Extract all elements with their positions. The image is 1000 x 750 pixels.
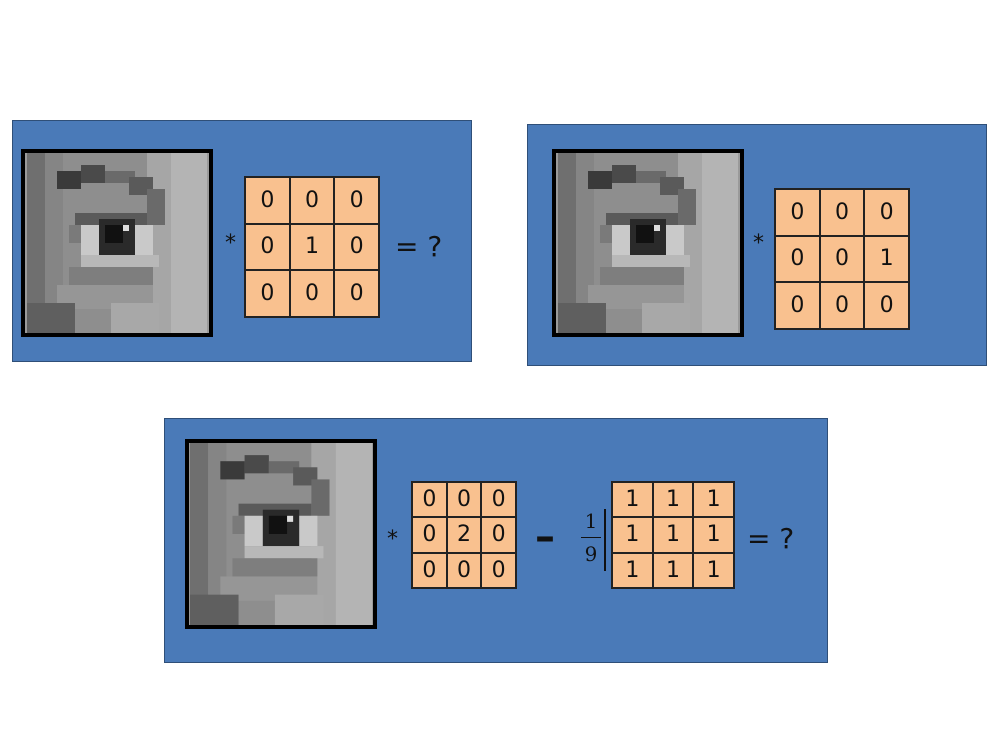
kernel-cell: 0	[863, 281, 910, 330]
kernel-cell: 0	[818, 188, 866, 237]
kernel-cell: 0	[333, 176, 380, 225]
kernel-cell: 0	[244, 176, 291, 225]
fraction-bar	[581, 537, 601, 538]
kernel-cell: 0	[288, 176, 336, 225]
kernel-cell: 0	[244, 269, 291, 318]
kernel-matrix: 0 0 0 0 1 0 0 0 0	[244, 176, 380, 318]
kernel-cell: 0	[818, 234, 866, 284]
kernel-matrix: 0 0 0 0 0 1 0 0 0	[774, 188, 910, 330]
kernel-cell: 1	[288, 222, 336, 272]
kernel-cell: 0	[333, 222, 380, 272]
kernel-cell: 0	[411, 551, 448, 590]
kernel-cell: 0	[445, 480, 483, 519]
kernel-cell: 0	[818, 281, 866, 330]
result-label: = ?	[747, 522, 795, 555]
minus-operator: –	[535, 514, 555, 560]
kernel-cell: 1	[611, 551, 654, 590]
eye-image	[21, 149, 213, 337]
kernel-cell: 0	[411, 516, 448, 554]
kernel-cell: 0	[244, 222, 291, 272]
eye-image	[185, 439, 377, 629]
kernel-cell: 0	[288, 269, 336, 318]
convolution-operator: *	[387, 527, 398, 552]
kernel-cell: 0	[480, 516, 517, 554]
kernel-cell: 1	[611, 480, 654, 519]
bracket-line	[604, 509, 606, 571]
kernel-cell: 0	[480, 480, 517, 519]
result-label: = ?	[395, 230, 443, 263]
kernel-cell: 0	[774, 234, 821, 284]
convolution-operator: *	[225, 231, 236, 256]
kernel-cell: 1	[692, 551, 735, 590]
kernel-cell: 1	[611, 516, 654, 554]
kernel-cell: 1	[863, 234, 910, 284]
kernel-cell: 0	[333, 269, 380, 318]
panel-identity: * 0 0 0 0 1 0 0 0 0 = ?	[12, 120, 472, 362]
kernel-cell: 0	[774, 281, 821, 330]
scale-fraction: 1 9	[581, 509, 601, 566]
kernel-cell: 1	[651, 516, 695, 554]
kernel-cell: 1	[692, 480, 735, 519]
kernel-cell: 0	[774, 188, 821, 237]
panel-sharpen: * 0 0 0 0 2 0 0 0 0 – 1 9 1 1 1 1 1	[164, 418, 828, 663]
convolution-operator: *	[753, 231, 764, 256]
kernel-cell: 1	[692, 516, 735, 554]
kernel-cell: 0	[445, 551, 483, 590]
kernel-cell: 0	[411, 480, 448, 519]
kernel-matrix: 0 0 0 0 2 0 0 0 0	[411, 480, 517, 590]
eye-image	[552, 149, 744, 337]
kernel-cell: 2	[445, 516, 483, 554]
kernel-cell: 1	[651, 551, 695, 590]
panel-shift: * 0 0 0 0 0 1 0 0 0	[527, 124, 987, 366]
fraction-numerator: 1	[584, 509, 598, 533]
kernel-cell: 1	[651, 480, 695, 519]
kernel-cell: 0	[480, 551, 517, 590]
kernel-cell: 0	[863, 188, 910, 237]
box-kernel-matrix: 1 1 1 1 1 1 1 1 1	[611, 480, 735, 590]
fraction-denominator: 9	[584, 542, 598, 566]
